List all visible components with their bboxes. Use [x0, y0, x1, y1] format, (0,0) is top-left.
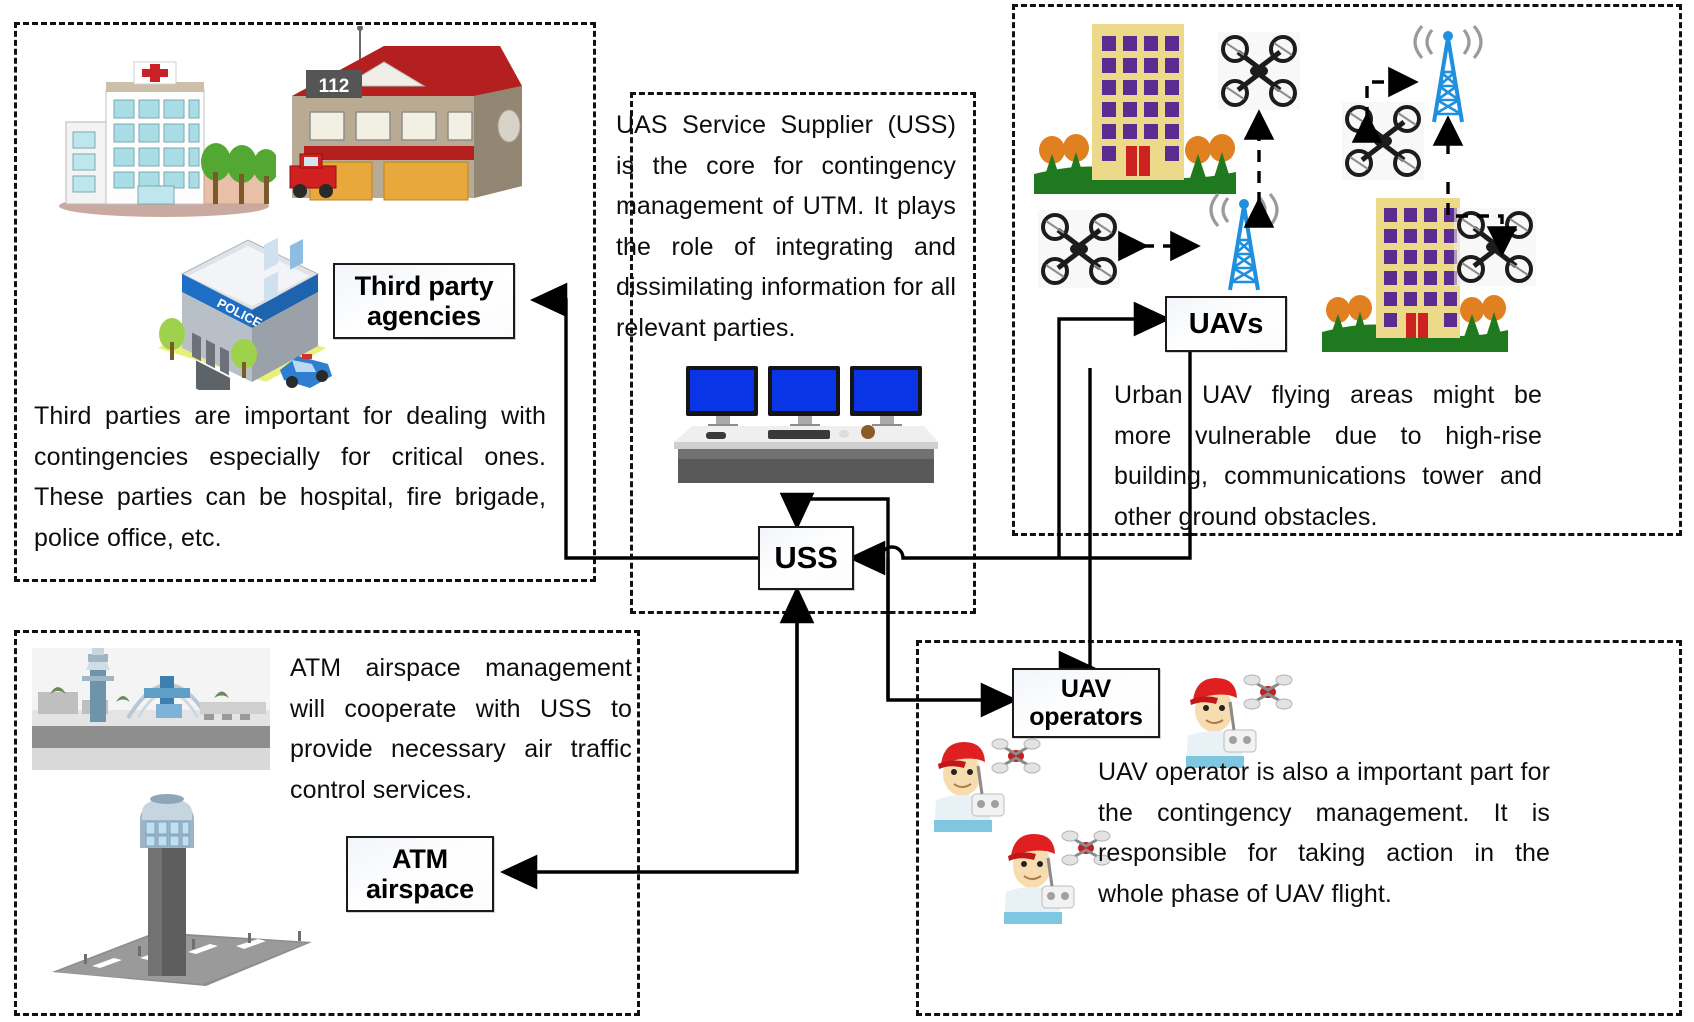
node-label-uavs: UAVs — [1188, 307, 1264, 340]
node-uav-operators[interactable]: UAV operators — [1012, 668, 1160, 738]
node-label-line1: UAV — [1060, 675, 1112, 703]
wire-uss-to-uav-operators — [886, 558, 1019, 718]
text-atm-description: ATM airspace management will cooperate w… — [290, 654, 632, 804]
node-uavs[interactable]: UAVs — [1165, 296, 1287, 352]
wire-uavs-to-uss — [847, 352, 1192, 576]
panel-atm-airspace — [14, 630, 640, 1016]
text-uss-description: UAS Service Supplier (USS) is the core f… — [616, 111, 956, 342]
wire-uss-to-uavs — [1057, 301, 1172, 558]
node-label-line1: Third party — [354, 270, 494, 301]
text-uavs-description: Urban UAV flying areas might be more vul… — [1114, 381, 1542, 531]
text-uav-operators-description: UAV operator is also a important part fo… — [1098, 758, 1550, 908]
text-third-party-description: Third parties are important for dealing … — [34, 402, 546, 552]
node-label-line1: ATM — [392, 843, 448, 874]
node-label-uss: USS — [774, 539, 838, 575]
node-third-party-agencies[interactable]: Third party agencies — [333, 263, 515, 339]
node-uss[interactable]: USS — [758, 526, 854, 590]
node-label-line2: airspace — [366, 874, 474, 904]
node-label-line2: operators — [1029, 703, 1143, 731]
wire-uss-to-third-party — [529, 282, 758, 560]
panel-uav-operators — [916, 640, 1682, 1016]
panel-third-party-agencies — [14, 22, 596, 582]
node-label-line2: agencies — [367, 301, 481, 331]
panel-uavs — [1012, 4, 1682, 536]
node-atm-airspace[interactable]: ATM airspace — [346, 836, 494, 912]
